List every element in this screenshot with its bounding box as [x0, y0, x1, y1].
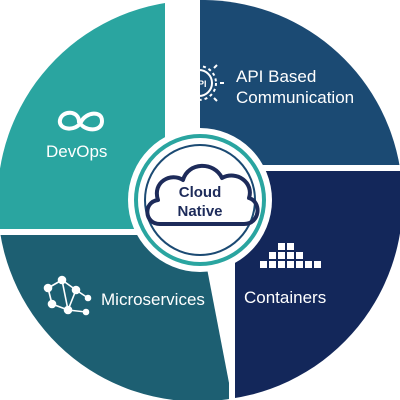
microservices-label: Microservices [101, 290, 205, 309]
center-ring [134, 134, 266, 266]
api-gear-icon: API [174, 58, 224, 108]
infinity-icon [57, 110, 105, 132]
containers-label: Containers [244, 288, 327, 307]
segment-microservices [0, 232, 232, 400]
network-nodes-icon [43, 275, 92, 316]
segment-api [200, 0, 400, 168]
devops-label: DevOps [46, 142, 108, 161]
center-title: Cloud Native [145, 183, 255, 221]
center-hub [128, 128, 272, 272]
center-title-line2: Native [177, 203, 223, 220]
container-blocks-icon [260, 243, 321, 268]
center-title-line1: Cloud [178, 184, 222, 201]
api-label-line2: Communication [236, 88, 355, 107]
api-label-line1: API Based [236, 67, 317, 86]
segment-containers [232, 168, 400, 399]
api-label: API Based Communication [236, 66, 354, 108]
cloud-icon [145, 163, 260, 226]
api-icon-text: API [191, 79, 206, 89]
